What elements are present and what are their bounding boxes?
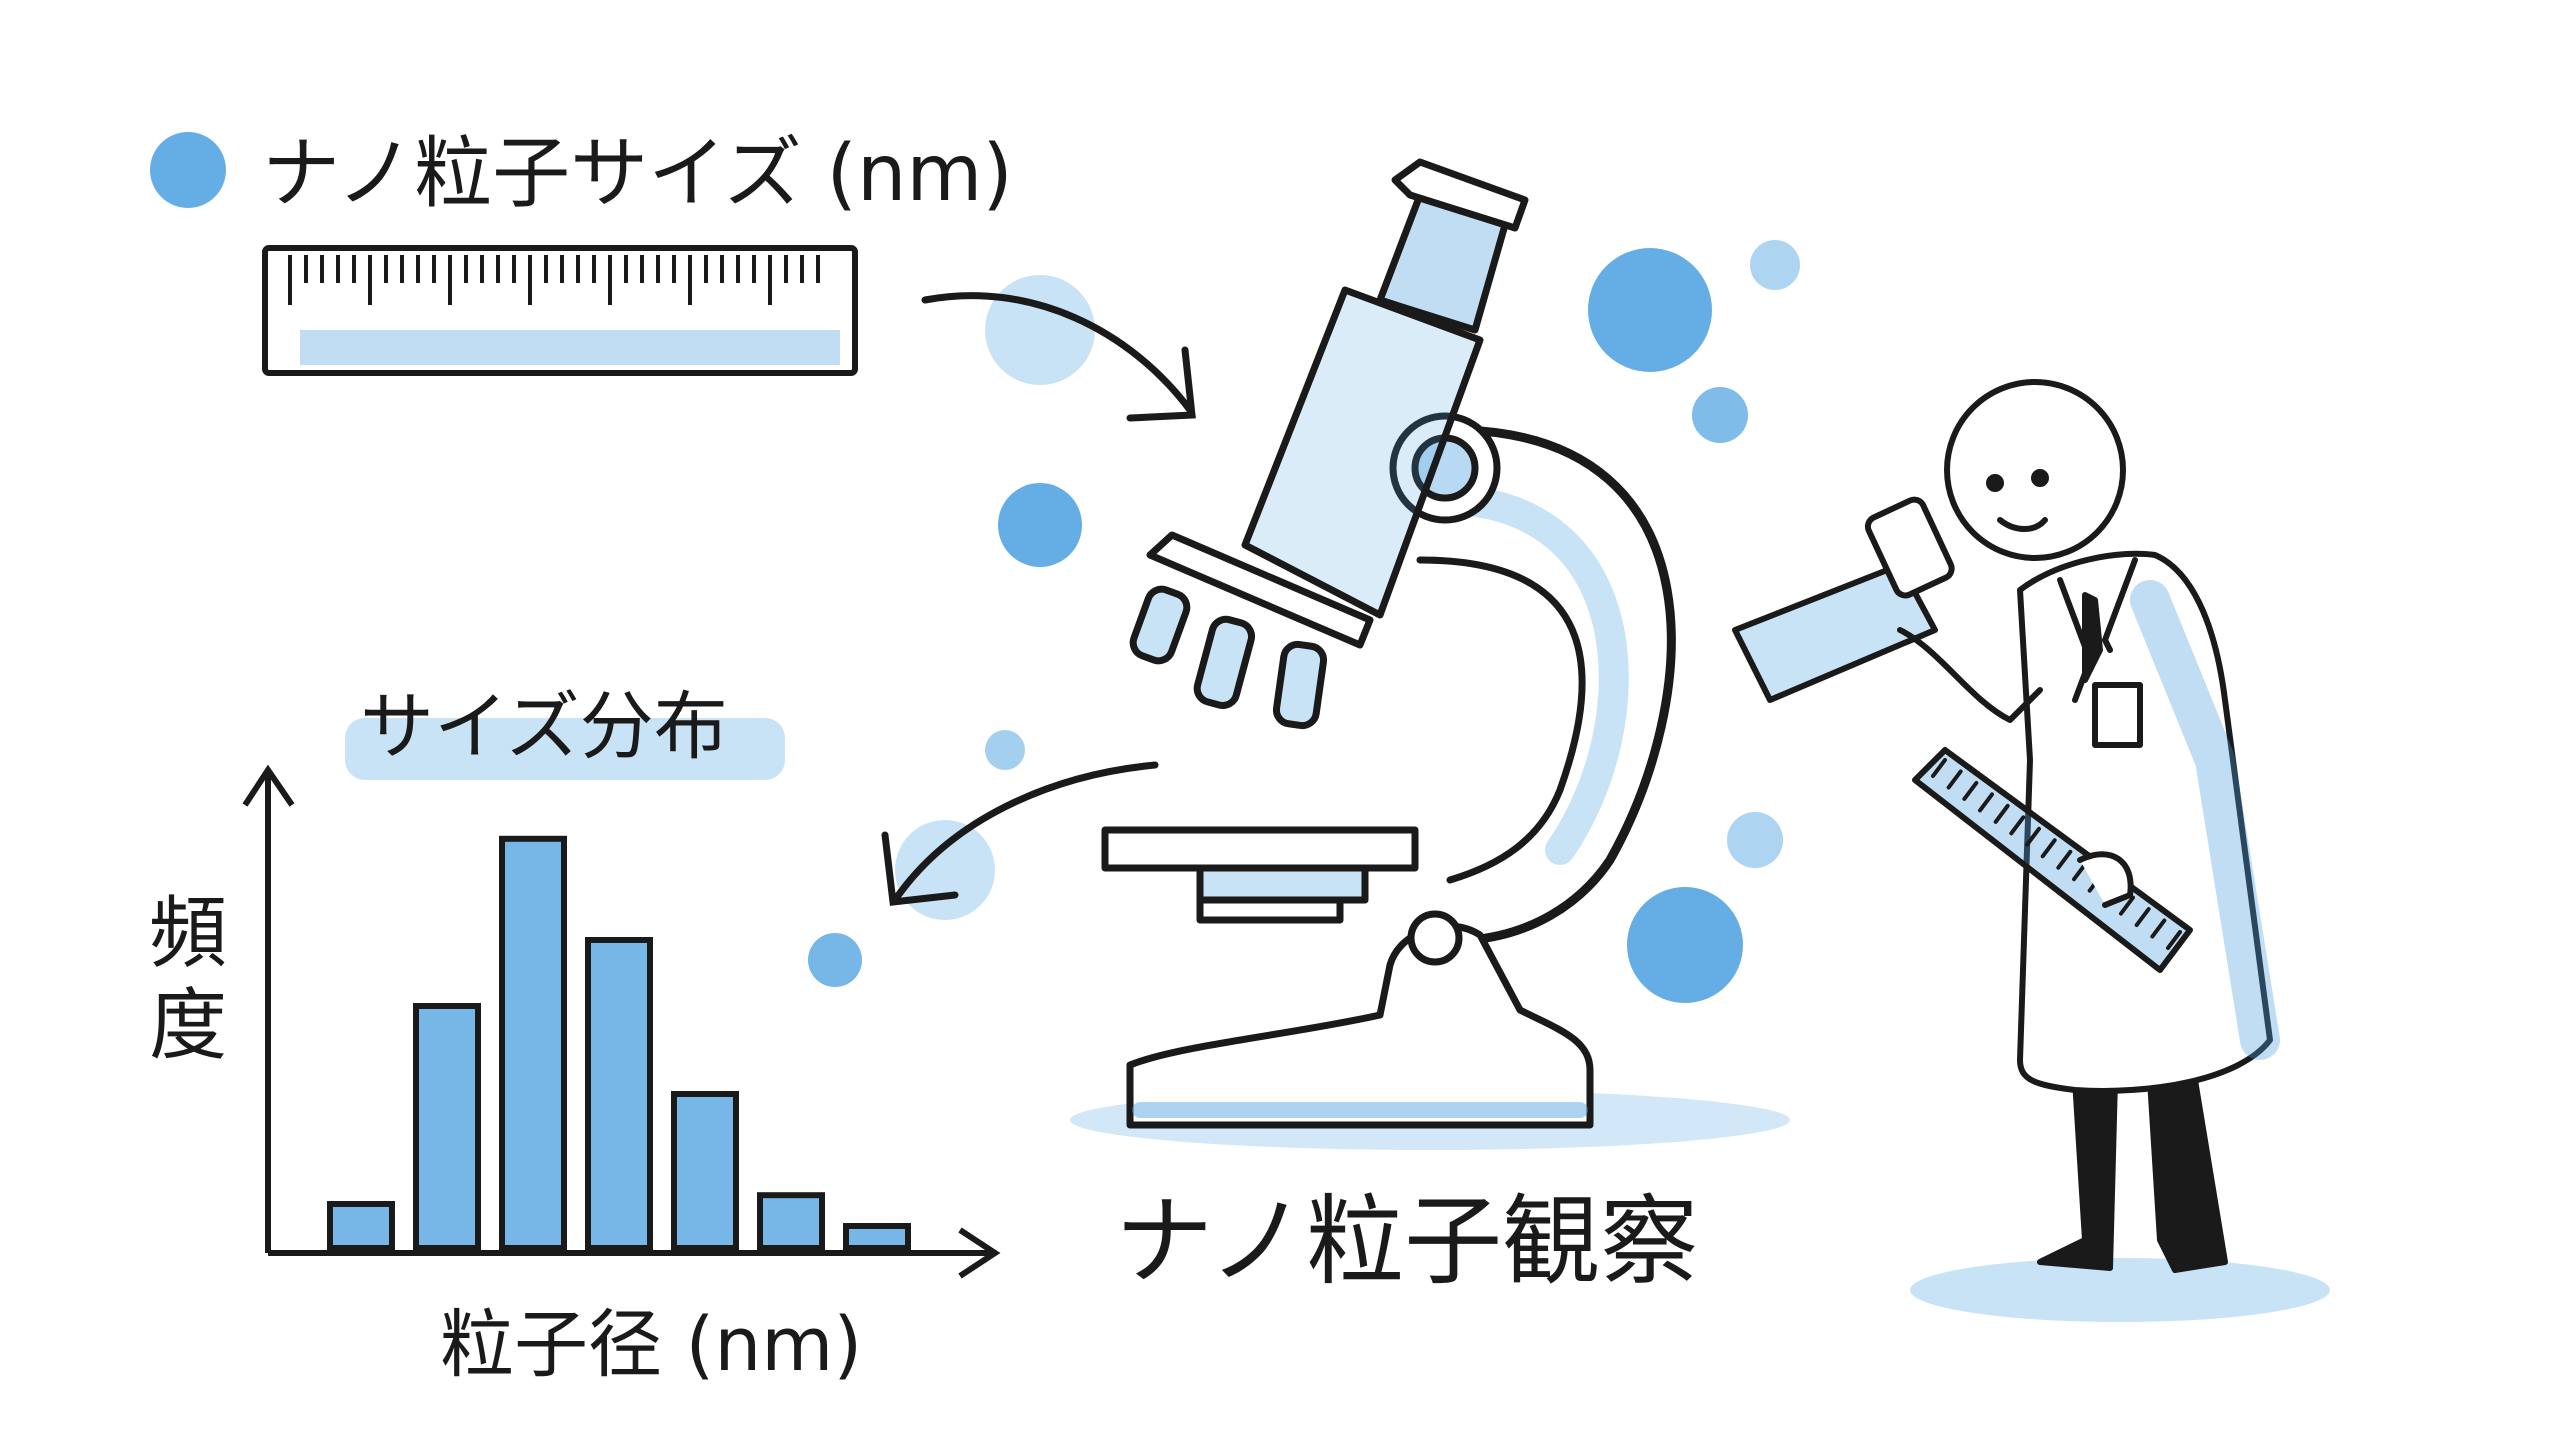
- chart-bar: [413, 1003, 481, 1251]
- chart-bar: [499, 835, 567, 1251]
- nanoparticle-icon: [985, 730, 1025, 770]
- chart-bar: [757, 1192, 825, 1251]
- chart-bar: [843, 1223, 911, 1251]
- microscope-icon: [1070, 158, 1790, 1150]
- main-caption: ナノ粒子観察: [1115, 1185, 1698, 1299]
- chart-ylabel: 頻度: [149, 889, 227, 1071]
- nanoparticle-icon: [1727, 812, 1783, 868]
- legend-label: ナノ粒子サイズ (nm): [262, 129, 1013, 219]
- chart-bar: [585, 937, 653, 1251]
- nanoparticle-icon: [808, 933, 862, 987]
- nanoparticle-icon: [1750, 240, 1800, 290]
- chart-bar: [327, 1201, 395, 1251]
- chart-xlabel: 粒子径 (nm): [440, 1302, 862, 1388]
- nanoparticles: [808, 240, 1800, 1003]
- size-distribution-chart: サイズ分布 頻度 粒子径 (nm): [149, 684, 1001, 1388]
- chart-title: サイズ分布: [360, 684, 728, 770]
- nanoparticle-icon: [1692, 387, 1748, 443]
- chart-bar: [671, 1091, 739, 1251]
- nanoparticle-icon: [998, 483, 1082, 567]
- chart-x-axis-arrow: [958, 1227, 1001, 1279]
- arrow-to-chart: [881, 761, 1159, 920]
- legend: ナノ粒子サイズ (nm): [150, 129, 1013, 219]
- arrow-to-microscope: [921, 275, 1196, 422]
- nanoparticle-icon: [1627, 887, 1743, 1003]
- legend-dot: [150, 132, 226, 208]
- ruler-icon: [262, 245, 858, 376]
- nanoparticle-icon: [1588, 248, 1712, 372]
- chart-y-axis-arrow: [242, 764, 295, 807]
- scientist-icon: [1732, 379, 2330, 1322]
